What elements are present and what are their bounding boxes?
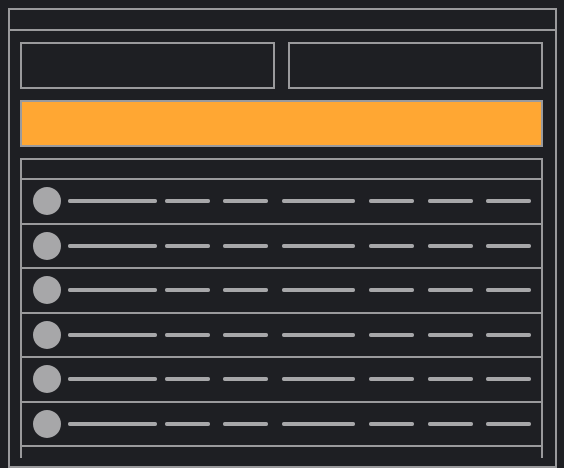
list-item[interactable] <box>22 314 541 358</box>
text-placeholder-bar <box>428 243 473 248</box>
text-placeholder-bar <box>369 243 414 248</box>
text-placeholder-bar <box>369 288 414 292</box>
text-placeholder-bar <box>369 421 414 426</box>
text-placeholder-bar <box>369 332 414 337</box>
avatar-placeholder <box>33 320 61 349</box>
text-placeholder-bar <box>486 421 531 426</box>
primary-action-bar[interactable] <box>20 100 543 147</box>
text-placeholder-bar <box>486 243 531 248</box>
text-placeholder-bar <box>428 377 473 381</box>
text-placeholder-bar <box>223 421 268 426</box>
text-placeholder-bar <box>165 332 210 337</box>
left-panel[interactable] <box>20 42 275 89</box>
text-placeholder-bar <box>68 332 157 337</box>
text-placeholder-bar <box>68 421 157 426</box>
text-placeholder-bar <box>486 377 531 381</box>
avatar-placeholder <box>33 365 61 393</box>
text-placeholder-bar <box>68 243 157 248</box>
text-placeholder-bar <box>223 199 268 203</box>
text-placeholder-bar <box>165 288 210 292</box>
list-item[interactable] <box>22 269 541 314</box>
text-placeholder-bar <box>428 332 473 337</box>
text-placeholder-bar <box>165 199 210 203</box>
text-placeholder-bar <box>223 243 268 248</box>
list-item[interactable] <box>22 180 541 225</box>
text-placeholder-bar <box>428 199 473 203</box>
text-placeholder-bar <box>428 288 473 292</box>
text-placeholder-bar <box>428 421 473 426</box>
title-bar <box>10 10 555 31</box>
right-panel[interactable] <box>288 42 543 89</box>
text-placeholder-bar <box>369 199 414 203</box>
text-placeholder-bar <box>165 377 210 381</box>
text-placeholder-bar <box>282 377 355 381</box>
text-placeholder-bar <box>68 288 157 292</box>
list-item[interactable] <box>22 403 541 447</box>
text-placeholder-bar <box>282 332 355 337</box>
text-placeholder-bar <box>223 332 268 337</box>
text-placeholder-bar <box>282 288 355 292</box>
text-placeholder-bar <box>282 421 355 426</box>
text-placeholder-bar <box>68 377 157 381</box>
item-list <box>20 158 543 458</box>
avatar-placeholder <box>33 231 61 260</box>
text-placeholder-bar <box>369 377 414 381</box>
text-placeholder-bar <box>165 243 210 248</box>
avatar-placeholder <box>33 409 61 438</box>
text-placeholder-bar <box>68 199 157 203</box>
text-placeholder-bar <box>223 288 268 292</box>
avatar-placeholder <box>33 187 61 215</box>
text-placeholder-bar <box>223 377 268 381</box>
text-placeholder-bar <box>282 199 355 203</box>
list-header <box>22 160 541 180</box>
avatar-placeholder <box>33 276 61 304</box>
text-placeholder-bar <box>486 288 531 292</box>
text-placeholder-bar <box>282 243 355 248</box>
text-placeholder-bar <box>165 421 210 426</box>
list-item[interactable] <box>22 358 541 403</box>
list-item[interactable] <box>22 225 541 269</box>
text-placeholder-bar <box>486 332 531 337</box>
text-placeholder-bar <box>486 199 531 203</box>
